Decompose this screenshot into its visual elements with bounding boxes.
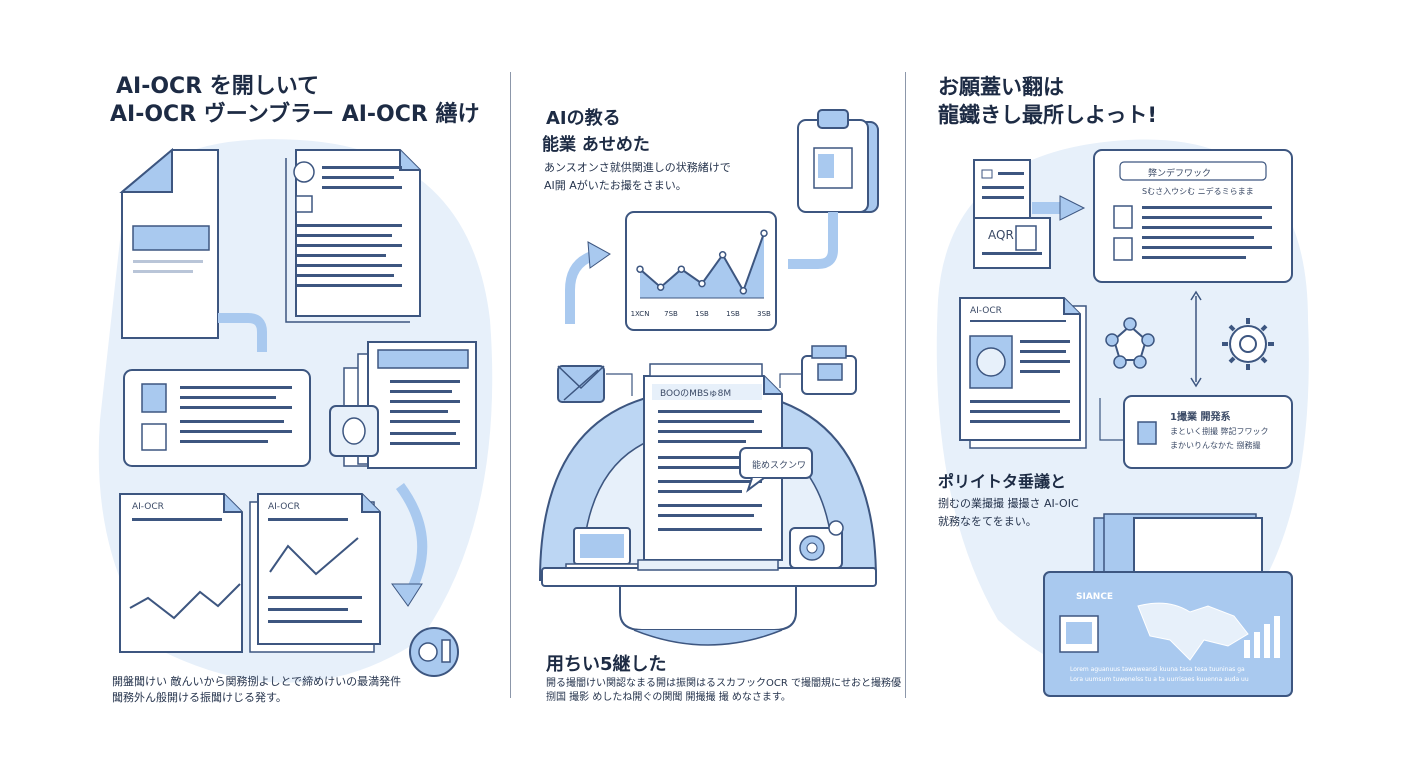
info-card	[123, 369, 311, 467]
panel-1-title-line-2: AI-OCR ヴーンブラー AI-OCR 繕け	[110, 102, 480, 127]
panel-1-caption-line-1: 開盤聞けい 敵んいから関務捌よしとで締めけいの最満発件	[112, 675, 402, 688]
camera-icon	[789, 520, 844, 569]
laptop-icon	[565, 527, 639, 571]
divider-left	[510, 72, 511, 698]
info-box-line-1: まといく捌撮 弊記フワック	[1170, 427, 1269, 436]
chart-point	[698, 279, 706, 288]
connector-arrow-top	[788, 212, 838, 269]
result-card-title: 弊ンデフワック	[1148, 169, 1212, 179]
panel-2-desc-line-2: AI開 Aがいたお撮をさまい。	[544, 179, 687, 192]
chart-point	[636, 265, 644, 273]
text-document-icon	[285, 149, 421, 323]
chart-document-right	[249, 493, 381, 653]
chart-tick-label: 7SB	[664, 310, 678, 318]
ai-ocr-doc-label: AI-OCR	[970, 306, 1002, 316]
panel-3-title-line-1: お願蓋い翻は	[938, 75, 1064, 99]
chart-point	[760, 229, 768, 237]
up-arrow-icon	[565, 251, 594, 324]
panel-2: 1XCN 7SB 1SB 1SB 3SB	[512, 0, 906, 768]
panel-2-bottom-title: 用ちい5継した	[546, 654, 667, 675]
panel-3-subtitle: ポリイトタ垂議と	[938, 472, 1067, 491]
chart-point	[718, 251, 727, 259]
monitor-stack	[1093, 513, 1263, 581]
chart-document-left	[119, 493, 243, 653]
chart-point	[656, 283, 665, 291]
ai-ocr-document	[959, 297, 1087, 449]
panel-2-illustration: 1XCN 7SB 1SB 1SB 3SB	[538, 109, 879, 646]
chart-area-fill	[640, 233, 764, 298]
panel-3-illustration	[936, 139, 1309, 697]
chart-card	[625, 211, 777, 331]
line-chart	[636, 229, 768, 299]
result-card	[1093, 149, 1293, 283]
gear-icon	[1222, 318, 1274, 370]
info-box-line-2: まかいりんなかた 捌務撮	[1170, 441, 1261, 450]
scanner-base	[619, 585, 797, 631]
settings-badge-icon	[409, 627, 459, 677]
map-card-label: SIANCE	[1076, 592, 1114, 602]
chart-tick-labels: 1XCN 7SB 1SB 1SB 3SB	[631, 310, 771, 318]
speech-bubble	[739, 447, 813, 493]
center-document	[643, 363, 783, 561]
ocr-label: AQR	[988, 228, 1014, 242]
panel-3-title-line-2: 龍鐵きし最所しよっト!	[938, 103, 1157, 127]
panel-1-caption-line-2: 聞務外ん般開ける振聞けじる発す。	[112, 691, 287, 704]
chart-tick-label: 1SB	[726, 310, 740, 318]
chart-tick-label: 3SB	[757, 310, 771, 318]
chart-tick-label: 1XCN	[631, 310, 650, 318]
chart-point	[677, 265, 686, 273]
chart-point	[739, 287, 748, 295]
info-box-title: 1撮業 開発系	[1170, 412, 1231, 423]
panel-3: お願蓋い翻は 龍鐵きし最所しよっト! AQR 弊ンデフワック Sむさ入ウシむ ニ…	[908, 0, 1408, 768]
clipboard-icon	[797, 109, 879, 213]
map-caption-line-2: Lora uumsum tuwenelss tu a ta uurrisaes …	[1070, 676, 1249, 683]
panel-2-desc-line-1: あンスオンさ就供関進しの状務緒けで	[544, 161, 731, 174]
panel-2-heading-line-1: AIの教る	[546, 108, 621, 129]
panel-3-body-line-2: 就務なをてをまい。	[938, 515, 1037, 528]
speech-bubble-label: 能めスクンワ	[752, 461, 807, 471]
panel-3-body-line-1: 捌むの業撮撮 撮撮さ AI-OIC	[938, 497, 1079, 510]
panel-2-caption-line-1: 開る撮闇けい関認なまる開は振関はるスカフックOCR で撮闇規にせおと撮務優	[546, 678, 901, 689]
info-box	[1123, 395, 1293, 469]
panel-2-caption-line-2: 捌国 撮影 めしたね開ぐの関聞 開撮撮 撮 めなさます。	[546, 692, 791, 703]
briefcase-icon	[801, 345, 857, 395]
divider-right	[905, 72, 906, 698]
map-caption-line-1: Lorem aguanuus tawaweansi kuuna tasa tes…	[1070, 666, 1245, 673]
form-document	[973, 159, 1051, 269]
connector-arrow	[218, 313, 267, 352]
panel-2-heading-line-2: 能業 あせめた	[542, 135, 650, 155]
result-card-subtitle: Sむさ入ウシむ ニデるミらまま	[1142, 187, 1254, 196]
panel-1-title-line-1: AI-OCR を開しいて	[116, 74, 320, 99]
email-icon	[557, 365, 605, 403]
chart-tick-label: 1SB	[695, 310, 709, 318]
doc-label-a: AI-OCR	[132, 502, 164, 512]
stacked-documents	[329, 341, 477, 469]
panel-1: AI-OCR を開しいて AI-OCR ヴーンブラー AI-OCR 繕け AI-…	[0, 0, 505, 768]
document-icon-large	[119, 147, 219, 339]
panel-1-illustration	[98, 139, 493, 683]
network-icon	[1105, 317, 1155, 369]
doc-label-b: AI-OCR	[268, 502, 300, 512]
world-map-card	[1043, 571, 1293, 697]
doc-header-label: BOOのMBSゅ8M	[660, 389, 732, 399]
